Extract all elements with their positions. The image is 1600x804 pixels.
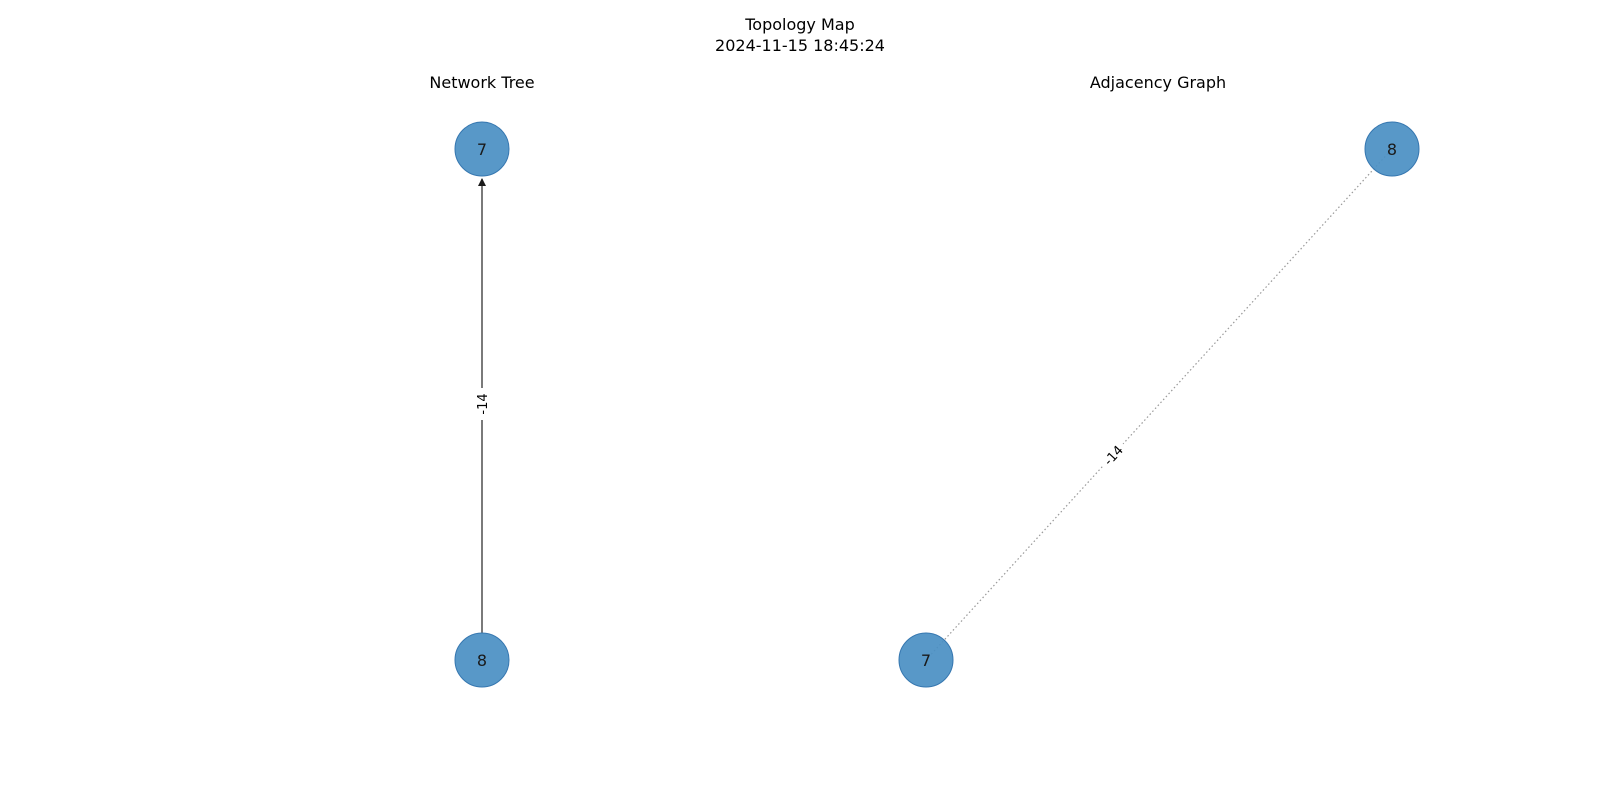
network-tree-panel: Network Tree -14 7 8 [429, 73, 535, 688]
adjacency-graph-title: Adjacency Graph [1090, 73, 1226, 92]
graph-edge-7-8 [925, 148, 1393, 661]
figure-timestamp: 2024-11-15 18:45:24 [715, 36, 885, 55]
tree-node-7[interactable]: 7 [454, 121, 510, 177]
svg-text:-14: -14 [476, 393, 491, 414]
adjacency-graph-panel: Adjacency Graph -14 8 7 [898, 73, 1420, 688]
tree-edge-label: -14 [473, 388, 491, 420]
graph-node-7-label: 7 [921, 651, 931, 670]
tree-node-8[interactable]: 8 [454, 632, 510, 688]
tree-node-7-label: 7 [477, 140, 487, 159]
network-tree-title: Network Tree [429, 73, 534, 92]
graph-node-7[interactable]: 7 [898, 632, 954, 688]
graph-node-8[interactable]: 8 [1364, 121, 1420, 177]
graph-node-8-label: 8 [1387, 140, 1397, 159]
tree-node-8-label: 8 [477, 651, 487, 670]
figure-title: Topology Map [744, 15, 855, 34]
